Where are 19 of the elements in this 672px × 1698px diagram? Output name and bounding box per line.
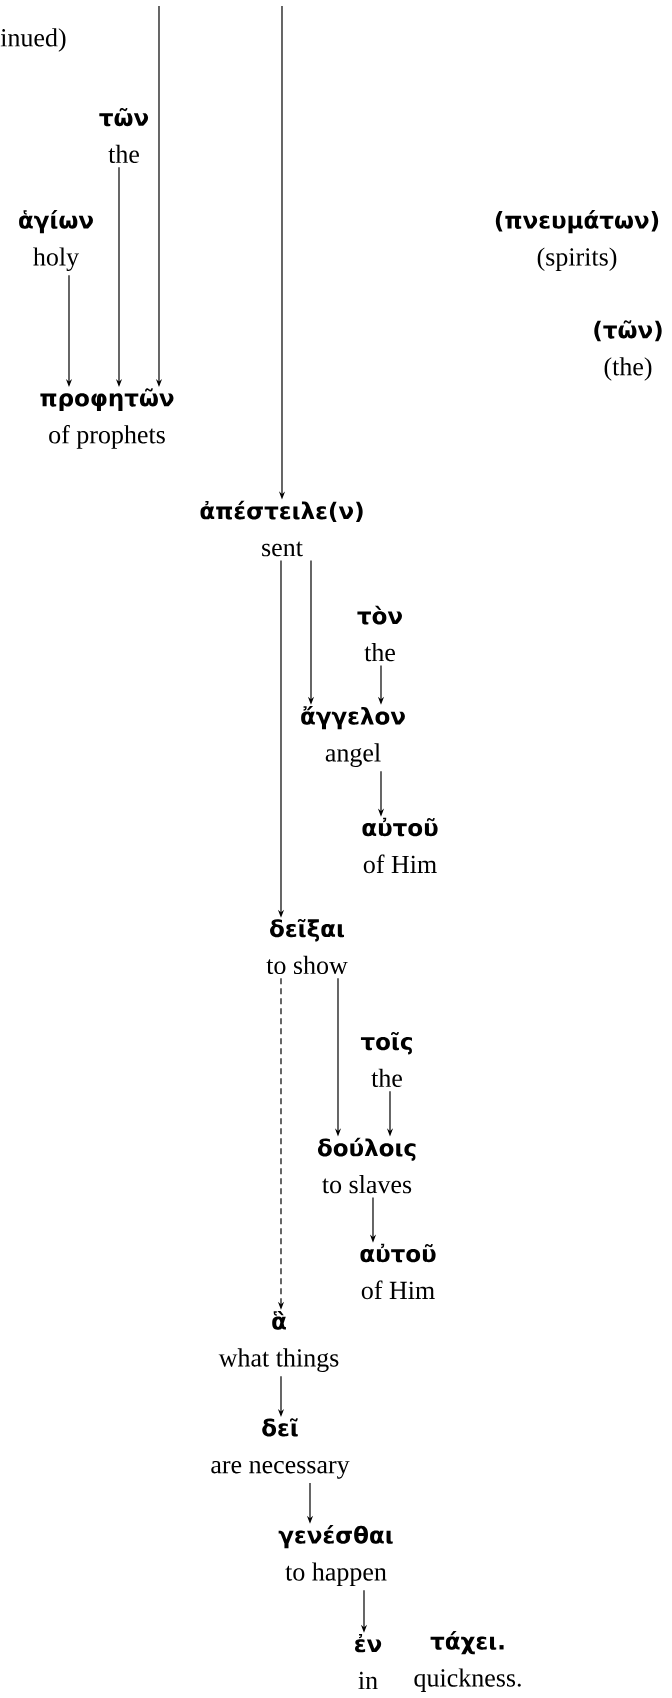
word-gloss: (πνευμάτων) (spirits) <box>495 210 659 271</box>
word-gloss: ἐν in <box>355 1634 382 1690</box>
word-gloss: δεῖξαι to show <box>266 918 348 975</box>
word-gloss: τὸν the <box>357 605 402 662</box>
word-gloss: αὐτοῦ of Him <box>362 817 438 874</box>
word-gloss: ἃ what things <box>218 1311 339 1372</box>
word-gloss: ἁγίων holy <box>19 210 93 272</box>
word-gloss: τοῖς the <box>360 1031 412 1088</box>
word-gloss: αὐτοῦ of Him <box>360 1243 436 1300</box>
continuation-note: inued) <box>0 28 66 52</box>
word-gloss: δεῖ are necessary <box>211 1418 350 1479</box>
word-gloss: τάχει. quickness. <box>414 1631 521 1692</box>
word-gloss: (τῶν) (the) <box>594 320 662 381</box>
word-gloss: ἄγγελον angel <box>301 706 405 767</box>
word-gloss: τῶν the <box>99 107 149 164</box>
word-gloss: ἀπέστειλε(ν) sent <box>200 500 363 557</box>
word-gloss: δούλοις to slaves <box>317 1137 416 1194</box>
word-gloss: γενέσθαι to happen <box>278 1525 393 1586</box>
word-gloss: προφητῶν of prophets <box>40 388 174 449</box>
